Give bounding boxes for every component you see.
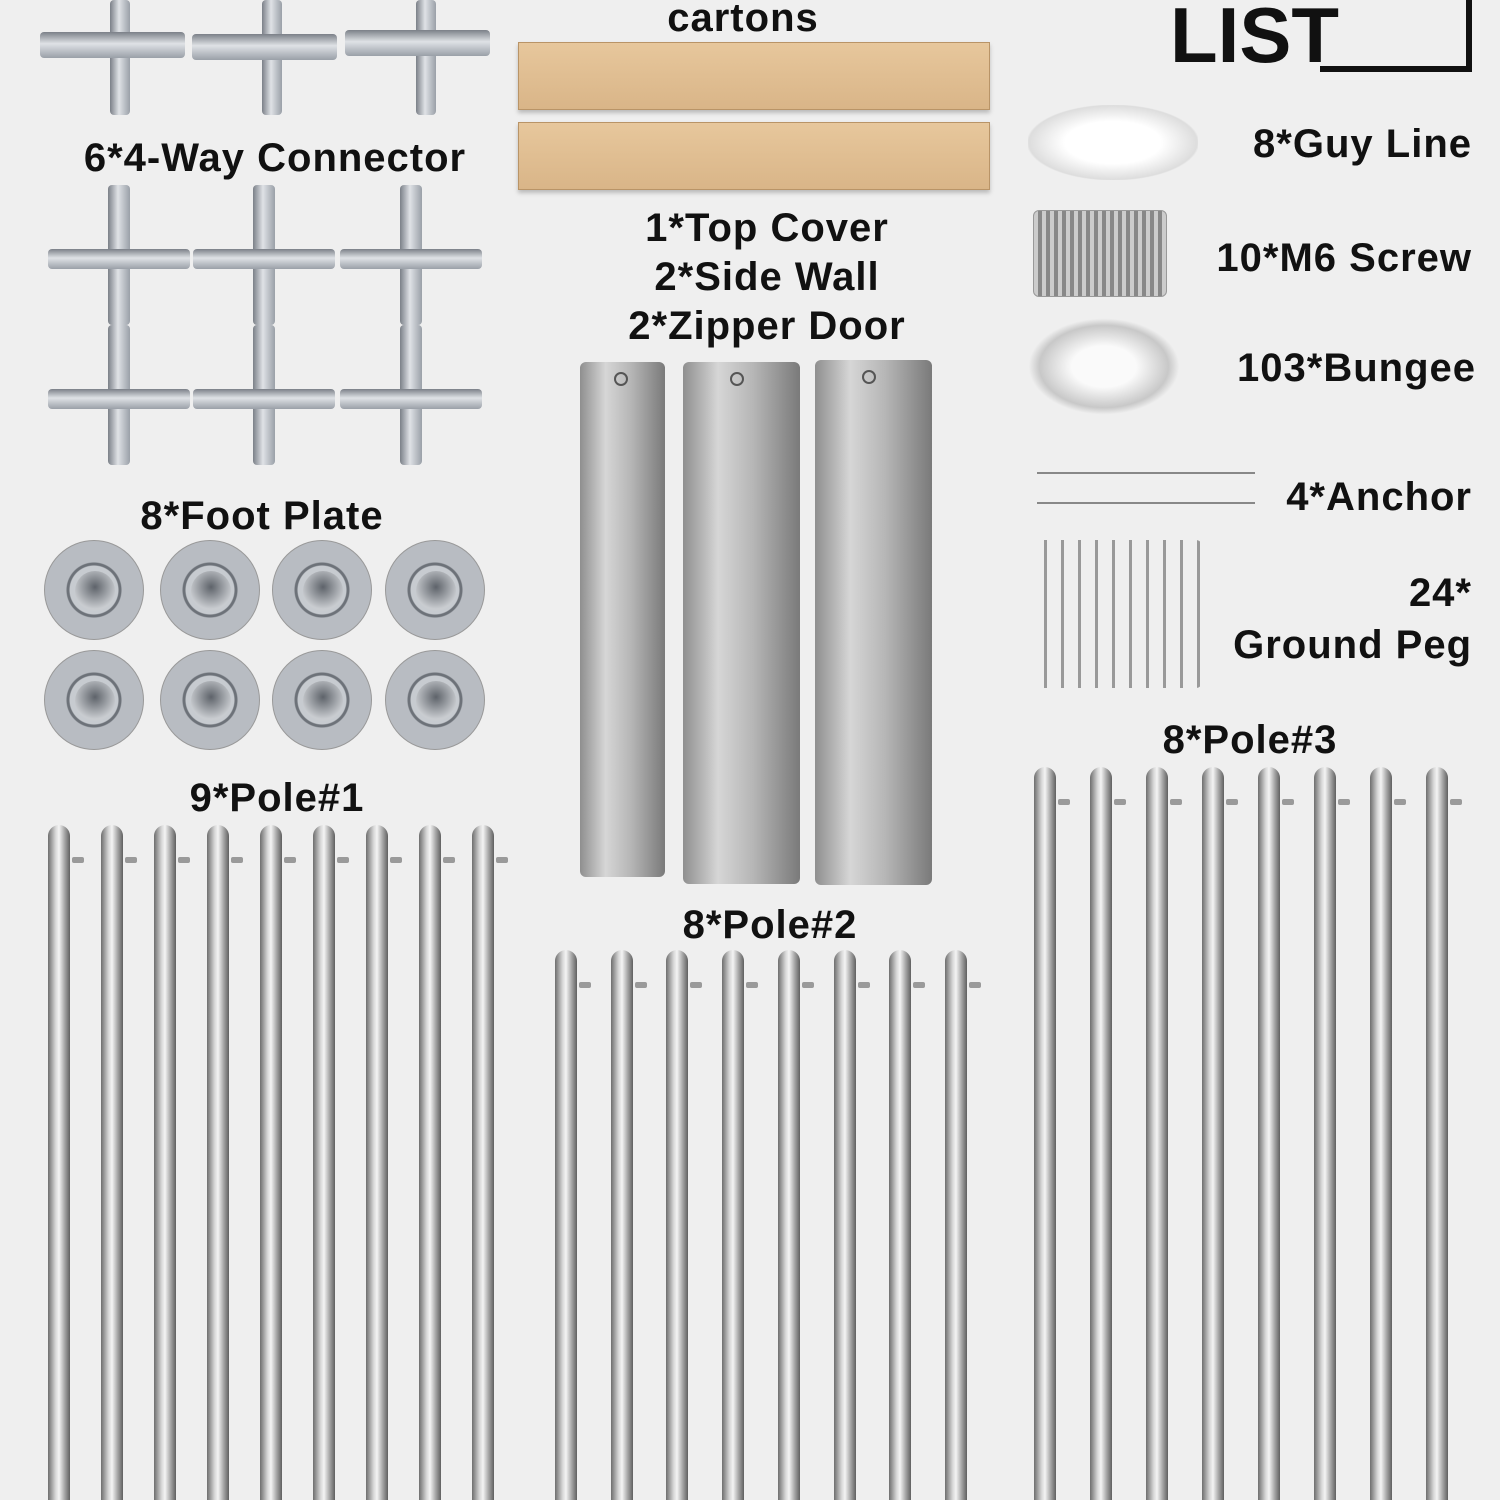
heading-bracket (1320, 0, 1472, 72)
pole (154, 825, 190, 1500)
pole (207, 825, 243, 1500)
carton-box (518, 122, 990, 190)
connector-tube (340, 249, 482, 269)
pole (833, 950, 870, 1500)
peg-count-label: 24* (1408, 571, 1472, 615)
four-way-connector (193, 325, 335, 465)
foot-plate (385, 650, 485, 750)
pole (1146, 767, 1182, 1500)
connector-tube (48, 249, 190, 269)
connector-label: 6*4-Way Connector (83, 136, 467, 180)
connector-tube (193, 389, 335, 409)
pole3-label: 8*Pole#3 (1162, 718, 1338, 762)
pole (889, 950, 926, 1500)
pole (610, 950, 647, 1500)
pole (472, 825, 508, 1500)
canvas-bag (815, 360, 932, 885)
top-cover-label: 1*Top Cover (645, 206, 889, 250)
pole2-label: 8*Pole#2 (682, 903, 858, 947)
canvas-bag (683, 362, 800, 884)
pole (945, 950, 981, 1500)
side-wall-label: 2*Side Wall (654, 255, 880, 299)
anchor-image (1037, 460, 1255, 520)
pole (313, 825, 349, 1500)
pole (1314, 767, 1350, 1500)
connector-tube (48, 389, 190, 409)
pole (1202, 767, 1238, 1500)
pole (1034, 767, 1070, 1500)
pole (1090, 767, 1126, 1500)
foot-plate (44, 650, 144, 750)
pole1-label: 9*Pole#1 (189, 776, 365, 820)
ground-peg-image (1030, 540, 1202, 688)
anchor-label: 4*Anchor (1286, 475, 1472, 519)
pole (1258, 767, 1294, 1500)
canvas-bag (580, 362, 665, 877)
connector-tube (193, 249, 335, 269)
four-way-connector (193, 185, 335, 325)
foot-plate (385, 540, 485, 640)
guy-line-image (1028, 105, 1198, 180)
screw-image (1033, 210, 1167, 297)
pole (48, 825, 84, 1500)
pole (366, 825, 402, 1500)
foot-plate (272, 540, 372, 640)
screw-label: 10*M6 Screw (1216, 236, 1472, 280)
pole (419, 825, 455, 1500)
pole (666, 950, 703, 1500)
pole (1426, 767, 1462, 1500)
pole (101, 825, 137, 1500)
foot-plate (44, 540, 144, 640)
four-way-connector (340, 325, 482, 465)
foot-plate (160, 650, 260, 750)
zipper-door-label: 2*Zipper Door (628, 304, 906, 348)
pole (722, 950, 759, 1500)
pole (260, 825, 296, 1500)
foot-plate (272, 650, 372, 750)
four-way-connector (48, 185, 190, 325)
carton-box (518, 42, 990, 110)
foot-plate-label: 8*Foot Plate (140, 494, 384, 538)
list-heading: LIST (1170, 0, 1339, 79)
peg-name-label: Ground Peg (1233, 623, 1472, 667)
bungee-label: 103*Bungee (1237, 346, 1476, 390)
connector-tube (340, 389, 482, 409)
guy-line-label: 8*Guy Line (1253, 122, 1472, 166)
bungee-image (1028, 318, 1180, 415)
cartons-label: cartons (667, 0, 819, 40)
pole (777, 950, 814, 1500)
four-way-connector (340, 185, 482, 325)
foot-plate (160, 540, 260, 640)
pole (1370, 767, 1406, 1500)
pole (555, 950, 591, 1500)
four-way-connector (48, 325, 190, 465)
